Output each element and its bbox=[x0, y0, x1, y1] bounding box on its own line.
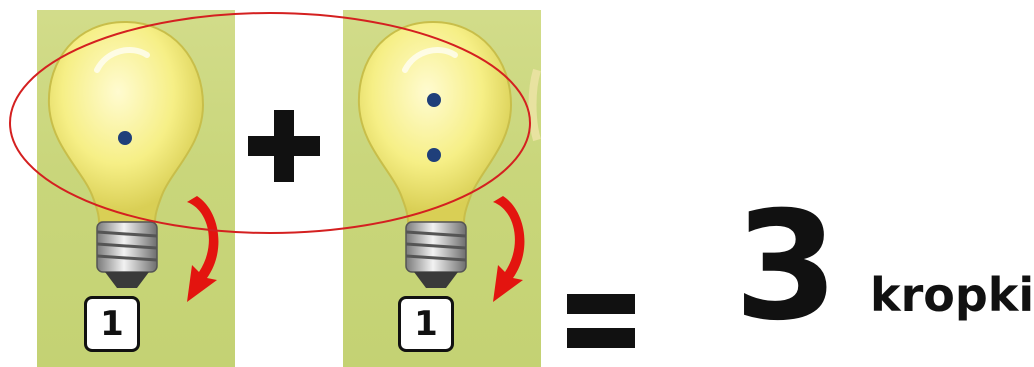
curved-arrow-icon bbox=[493, 196, 524, 302]
result-number: 3 bbox=[734, 192, 838, 342]
equals-icon bbox=[567, 294, 635, 348]
right-bulb-number: 1 bbox=[398, 296, 454, 352]
curved-arrow-icon bbox=[187, 196, 218, 302]
dot bbox=[427, 93, 441, 107]
dot bbox=[427, 148, 441, 162]
plus-icon bbox=[248, 110, 320, 182]
dot bbox=[118, 131, 132, 145]
left-bulb-number: 1 bbox=[84, 296, 140, 352]
result-unit: kropki bbox=[870, 265, 1034, 325]
